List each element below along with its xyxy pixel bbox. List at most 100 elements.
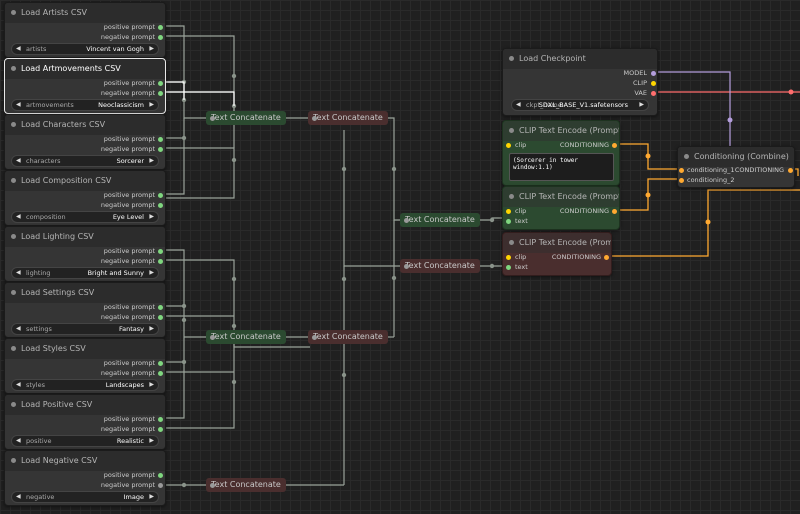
conditioning-output-port[interactable] (612, 209, 617, 214)
node-title[interactable]: Load Composition CSV (5, 171, 165, 191)
text-concatenate-node-b[interactable]: Text Concatenate (308, 111, 388, 125)
chevron-left-icon[interactable]: ◀ (16, 101, 21, 108)
node-title[interactable]: Load Positive CSV (5, 395, 165, 415)
text-concatenate-node-f[interactable]: Text Concatenate (308, 330, 388, 344)
vae-output-port[interactable] (651, 91, 656, 96)
conditioning-output-port[interactable] (604, 255, 609, 260)
positive-prompt-output-port[interactable] (158, 473, 163, 478)
chevron-right-icon[interactable]: ▶ (149, 325, 154, 332)
collapse-dot-icon[interactable] (509, 128, 514, 133)
clip-output-port[interactable] (651, 81, 656, 86)
collapse-dot-icon[interactable] (210, 482, 215, 488)
node-title[interactable]: Load Styles CSV (5, 339, 165, 359)
clip-text-encode-l-node[interactable]: CLIP Text Encode (Prompt L) clip text CO… (502, 186, 620, 230)
positive-prompt-output-port[interactable] (158, 417, 163, 422)
chevron-right-icon[interactable]: ▶ (149, 437, 154, 444)
node-title[interactable]: Load Negative CSV (5, 451, 165, 471)
clip-input-port[interactable] (506, 255, 511, 260)
collapse-dot-icon[interactable] (11, 458, 16, 463)
collapse-dot-icon[interactable] (210, 115, 215, 121)
negative-prompt-output-port[interactable] (158, 147, 163, 152)
chevron-right-icon[interactable]: ▶ (149, 101, 154, 108)
chevron-right-icon[interactable]: ▶ (149, 45, 154, 52)
negative-prompt-output-port[interactable] (158, 427, 163, 432)
chevron-right-icon[interactable]: ▶ (149, 269, 154, 276)
chevron-left-icon[interactable]: ◀ (16, 45, 21, 52)
chevron-right-icon[interactable]: ▶ (149, 157, 154, 164)
clip-input-port[interactable] (506, 209, 511, 214)
collapse-dot-icon[interactable] (509, 240, 514, 245)
positive-prompt-output-port[interactable] (158, 193, 163, 198)
collapse-dot-icon[interactable] (11, 10, 16, 15)
chevron-right-icon[interactable]: ▶ (149, 213, 154, 220)
chevron-right-icon[interactable]: ▶ (149, 381, 154, 388)
node-title[interactable]: Load Artmovements CSV (5, 59, 165, 79)
conditioning-2-input-port[interactable] (679, 178, 684, 183)
text-input-port[interactable] (506, 219, 511, 224)
chevron-left-icon[interactable]: ◀ (16, 381, 21, 388)
positive-prompt-output-port[interactable] (158, 137, 163, 142)
collapse-dot-icon[interactable] (11, 290, 16, 295)
chevron-left-icon[interactable]: ◀ (16, 269, 21, 276)
collapse-dot-icon[interactable] (210, 334, 215, 340)
collapse-dot-icon[interactable] (684, 154, 689, 159)
conditioning-output-port[interactable] (612, 143, 617, 148)
node-title[interactable]: Load Settings CSV (5, 283, 165, 303)
negative-prompt-output-port[interactable] (158, 315, 163, 320)
text-concatenate-node-c[interactable]: Text Concatenate (400, 213, 480, 227)
node-title[interactable]: Conditioning (Combine) (678, 147, 794, 167)
text-concatenate-node-d[interactable]: Text Concatenate (400, 259, 480, 273)
negative-prompt-output-port[interactable] (158, 35, 163, 40)
conditioning-1-input-port[interactable] (679, 168, 684, 173)
node-title[interactable]: Load Artists CSV (5, 3, 165, 23)
prompt-text-area[interactable]: (Sorcerer in tower window:1.1) (509, 153, 614, 181)
text-input-port[interactable] (506, 265, 511, 270)
collapse-dot-icon[interactable] (11, 234, 16, 239)
chevron-left-icon[interactable]: ◀ (16, 493, 21, 500)
model-output-port[interactable] (651, 71, 656, 76)
collapse-dot-icon[interactable] (404, 263, 409, 269)
clip-text-encode-negative-node[interactable]: CLIP Text Encode (Prompt) clip text COND… (502, 232, 612, 276)
collapse-dot-icon[interactable] (11, 346, 16, 351)
node-title[interactable]: CLIP Text Encode (Prompt) (503, 233, 611, 253)
chevron-left-icon[interactable]: ◀ (16, 325, 21, 332)
collapse-dot-icon[interactable] (11, 402, 16, 407)
negative-prompt-output-port[interactable] (158, 371, 163, 376)
positive-prompt-output-port[interactable] (158, 25, 163, 30)
clip-input-port[interactable] (506, 143, 511, 148)
chevron-left-icon[interactable]: ◀ (16, 213, 21, 220)
conditioning-output-port[interactable] (788, 168, 793, 173)
negative-prompt-output-port[interactable] (158, 259, 163, 264)
chevron-right-icon[interactable]: ▶ (639, 101, 644, 108)
text-concatenate-node-e[interactable]: Text Concatenate (206, 330, 286, 344)
positive-prompt-output-port[interactable] (158, 249, 163, 254)
negative-prompt-output-port[interactable] (158, 483, 163, 488)
chevron-left-icon[interactable]: ◀ (16, 437, 21, 444)
node-title[interactable]: Load Characters CSV (5, 115, 165, 135)
collapse-dot-icon[interactable] (509, 194, 514, 199)
chevron-left-icon[interactable]: ◀ (16, 157, 21, 164)
node-title[interactable]: Load Checkpoint (503, 49, 657, 69)
collapse-dot-icon[interactable] (11, 66, 16, 71)
text-concatenate-node-a[interactable]: Text Concatenate (206, 111, 286, 125)
negative-prompt-output-port[interactable] (158, 203, 163, 208)
positive-prompt-output-port[interactable] (158, 305, 163, 310)
negative-prompt-output-port[interactable] (158, 91, 163, 96)
positive-prompt-output-port[interactable] (158, 81, 163, 86)
